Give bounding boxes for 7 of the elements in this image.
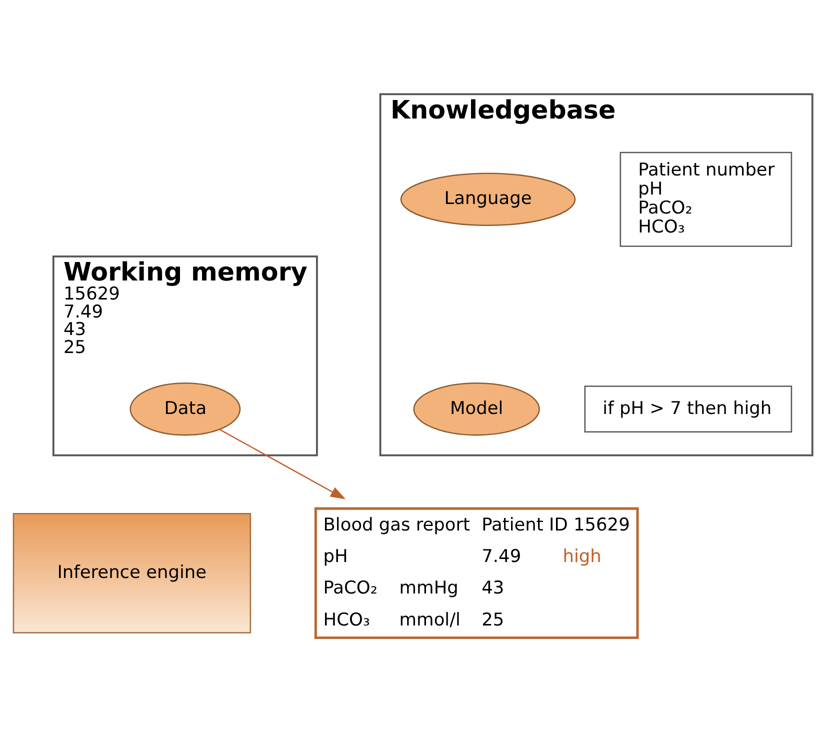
node-box: if pH > 7 then high [584,385,792,432]
arrow [219,428,346,499]
node-ellipse: Language [400,172,576,226]
node-ellipse: Data [130,382,241,436]
node-box: Inference engine [12,512,252,633]
node-ellipse: Model [413,382,540,436]
node-box: Patient number pH PaCO₂ HCO₃ [620,151,792,246]
